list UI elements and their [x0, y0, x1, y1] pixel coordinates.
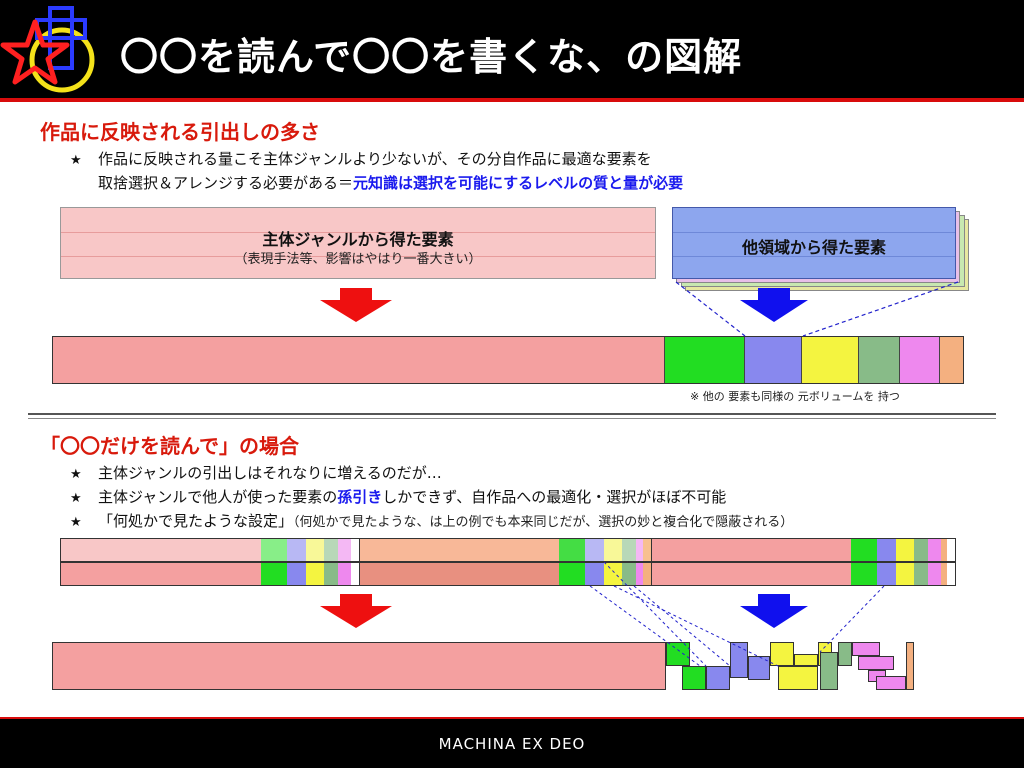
fragment-magenta-2: [858, 656, 894, 670]
volume-note: ※ 他の 要素も同様の 元ボリュームを 持つ: [690, 390, 900, 403]
bullet-text: 取捨選択＆アレンジする必要がある＝: [98, 174, 354, 192]
main-genre-box: 主体ジャンルから得た要素 （表現手法等、影響はやはり一番大きい）: [60, 207, 656, 279]
bullet-text: 「何処かで見たような設定」: [98, 512, 294, 530]
down-arrow-blue-icon: [740, 594, 808, 628]
fragment-peach-1: [906, 642, 914, 690]
star-icon: ★: [70, 515, 82, 530]
bullet-text: 主体ジャンルの引出しはそれなりに増えるのだが…: [98, 464, 442, 482]
section1-bullet1-line1: ★ 作品に反映される量こそ主体ジャンルより少ないが、その分自作品に最適な要素を: [70, 148, 652, 169]
bullet-text: 主体ジャンルで他人が使った要素の: [98, 488, 338, 506]
section2-bullet1: ★ 主体ジャンルの引出しはそれなりに増えるのだが…: [70, 462, 442, 483]
fragment-yellow-1: [770, 642, 794, 666]
fragment-blue-1: [706, 666, 730, 690]
down-arrow-red-icon: [320, 594, 392, 628]
section2-bullet3: ★ 「何処かで見たような設定」（何処かで見たような、は上の例でも本来同じだが、選択…: [70, 510, 793, 531]
star-icon: ★: [70, 491, 82, 506]
section1-bullet1-line2: 取捨選択＆アレンジする必要がある＝元知識は選択を可能にするレベルの質と量が必要: [98, 172, 683, 193]
fragment-sage-2: [838, 642, 852, 666]
fragment-blue-2: [730, 642, 748, 678]
bullet-text: 作品に反映される量こそ主体ジャンルより少ないが、その分自作品に最適な要素を: [98, 150, 652, 168]
page-title: 〇〇を読んで〇〇を書くな、の図解: [120, 35, 743, 79]
bullet-text: しかできず、自作品への最適化・選択がほぼ不可能: [382, 488, 727, 506]
bar1-seg-green: [664, 337, 746, 383]
fragment-green-2: [682, 666, 706, 690]
logo-icon: [0, 6, 95, 93]
bar1-seg-yellow: [802, 337, 860, 383]
fragment-yellow-2: [778, 666, 818, 690]
bar1-seg-peach: [940, 337, 963, 383]
fragment-magenta-1: [852, 642, 880, 656]
bar1-seg-main: [53, 337, 665, 383]
fragment-yellow-3: [794, 654, 818, 666]
main-genre-label: 主体ジャンルから得た要素: [262, 230, 454, 249]
footer-bar: [0, 719, 1024, 768]
other-domain-box: 他領域から得た要素: [672, 207, 956, 279]
emphasis-text: 元知識は選択を可能にするレベルの質と量が必要: [353, 174, 684, 192]
section-divider: [28, 413, 996, 415]
fragment-magenta-4: [876, 676, 906, 690]
fragment-sage-1: [820, 652, 838, 690]
other-domain-label: 他領域から得た要素: [741, 238, 886, 257]
bar1-seg-sage: [859, 337, 901, 383]
header-divider: [0, 98, 1024, 102]
section-divider-thin: [28, 418, 996, 419]
emphasis-text: 孫引き: [337, 488, 383, 506]
footer-divider: [0, 717, 1024, 720]
fragment-green-1: [666, 642, 690, 666]
source-row-top: [60, 538, 956, 562]
result-bar-1: [52, 336, 964, 384]
section2-title: 「〇〇だけを読んで」の場合: [40, 434, 299, 458]
source-row-bottom: [60, 562, 956, 586]
result-bar-2-main: [52, 642, 666, 690]
main-genre-sublabel: （表現手法等、影響はやはり一番大きい）: [234, 252, 482, 267]
fragment-blue-3: [748, 656, 770, 680]
bar1-seg-blue: [745, 337, 803, 383]
section1-title: 作品に反映される引出しの多さ: [40, 120, 320, 144]
footer-brand: MACHINA EX DEO: [438, 735, 586, 753]
star-icon: ★: [70, 467, 82, 482]
bullet-note: （何処かで見たような、は上の例でも本来同じだが、選択の妙と複合化で隠蔽される）: [293, 515, 794, 530]
bar1-seg-magenta: [900, 337, 941, 383]
header-bar: [0, 0, 1024, 100]
down-arrow-red-icon: [320, 288, 392, 322]
section2-bullet2: ★ 主体ジャンルで他人が使った要素の孫引きしかできず、自作品への最適化・選択がほぼ…: [70, 486, 726, 507]
down-arrow-blue-icon: [740, 288, 808, 322]
star-icon: ★: [70, 153, 82, 168]
